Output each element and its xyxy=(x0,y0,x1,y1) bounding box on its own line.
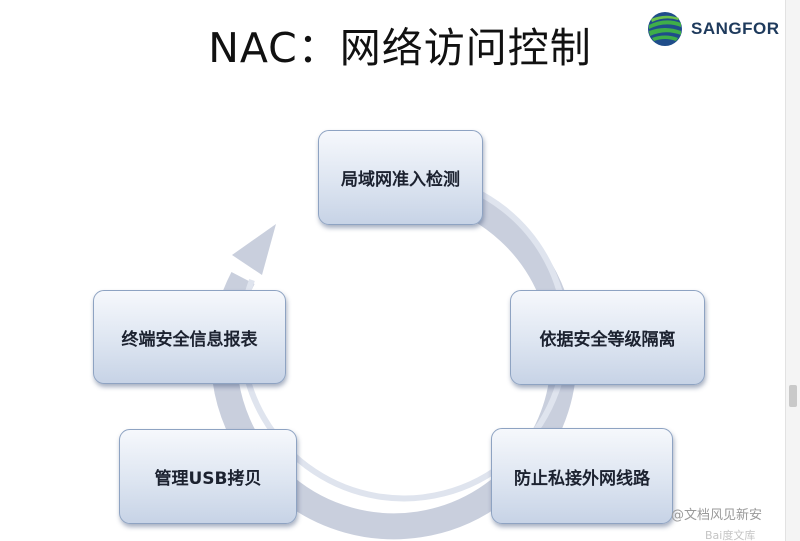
node-label: 防止私接外网线路 xyxy=(514,468,650,489)
node-security-report: 终端安全信息报表 xyxy=(93,290,286,384)
node-label: 依据安全等级隔离 xyxy=(539,330,676,350)
vertical-scrollbar[interactable] xyxy=(785,0,800,541)
node-label: 局域网准入检测 xyxy=(341,170,460,190)
node-private-network: 防止私接外网线路 xyxy=(491,428,673,524)
scrollbar-thumb[interactable] xyxy=(789,385,797,407)
node-label: 终端安全信息报表 xyxy=(121,329,258,350)
watermark-sub: Bai度文库 xyxy=(705,529,756,541)
watermark: @文档风见新安 xyxy=(671,508,763,523)
globe-icon xyxy=(648,12,682,46)
node-label: 管理USB拷贝 xyxy=(154,469,262,489)
brand-name: SANGFOR xyxy=(691,19,780,38)
node-usb-copy: 管理USB拷贝 xyxy=(119,429,297,524)
sangfor-logo: SANGFOR xyxy=(645,9,785,49)
node-lan-admission: 局域网准入检测 xyxy=(318,130,483,225)
node-security-isolation: 依据安全等级隔离 xyxy=(510,290,705,385)
slide-title: NAC：网络访问控制 xyxy=(208,24,592,72)
cycle-arrowhead-icon xyxy=(232,224,276,275)
